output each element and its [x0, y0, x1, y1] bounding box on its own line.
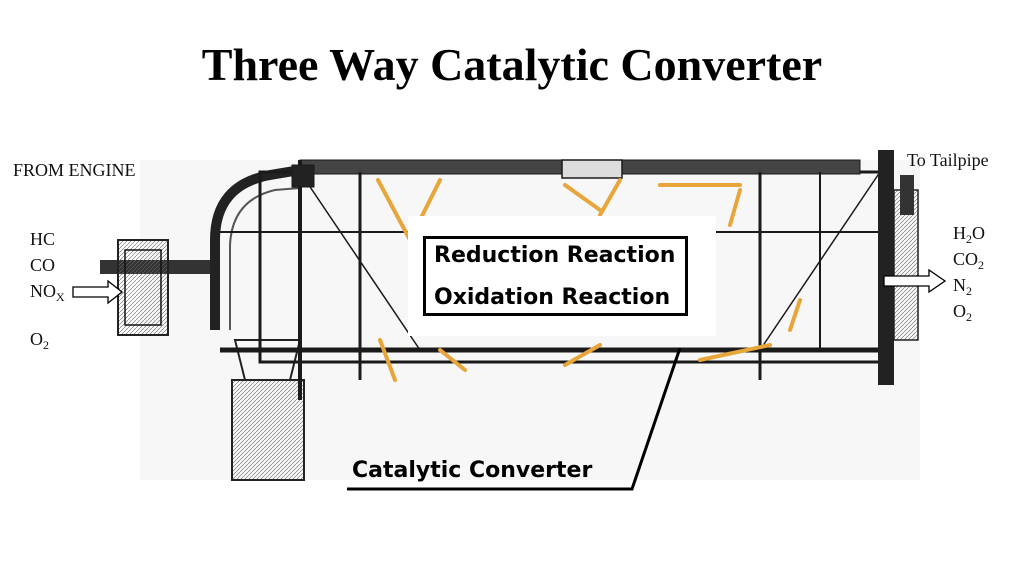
- inlet-pipe: [210, 165, 301, 330]
- page-title: Three Way Catalytic Converter: [201, 39, 823, 90]
- inlet-arrow: [72, 279, 124, 305]
- outlet-gas-h2o: H2O: [953, 223, 985, 246]
- catalytic-converter-label: Catalytic Converter: [352, 458, 593, 483]
- component-leader-line: [347, 347, 682, 491]
- to-tailpipe-label: To Tailpipe: [907, 150, 989, 170]
- outlet-flange: [878, 150, 919, 385]
- outlet-gas-co2: CO2: [953, 249, 985, 272]
- inlet-gas-hc: HC: [30, 229, 56, 249]
- inlet-gas-co: CO: [30, 255, 56, 275]
- oxidation-reaction-label: Oxidation Reaction: [434, 285, 671, 310]
- from-engine-label: FROM ENGINE: [13, 160, 136, 180]
- catalyst-accents: [376, 178, 802, 382]
- outlet-gas-o2: O2: [953, 301, 972, 324]
- reaction-box: Reduction Reaction Oxidation Reaction: [423, 236, 688, 316]
- reduction-reaction-label: Reduction Reaction: [434, 243, 676, 268]
- inlet-gas-nox: NOX: [30, 281, 65, 304]
- drain-bend: [231, 339, 305, 481]
- outlet-gas-n2: N2: [953, 275, 972, 298]
- outlet-arrow: [883, 268, 947, 294]
- inlet-flange: [100, 239, 210, 336]
- inlet-gas-o2: O2: [30, 329, 49, 352]
